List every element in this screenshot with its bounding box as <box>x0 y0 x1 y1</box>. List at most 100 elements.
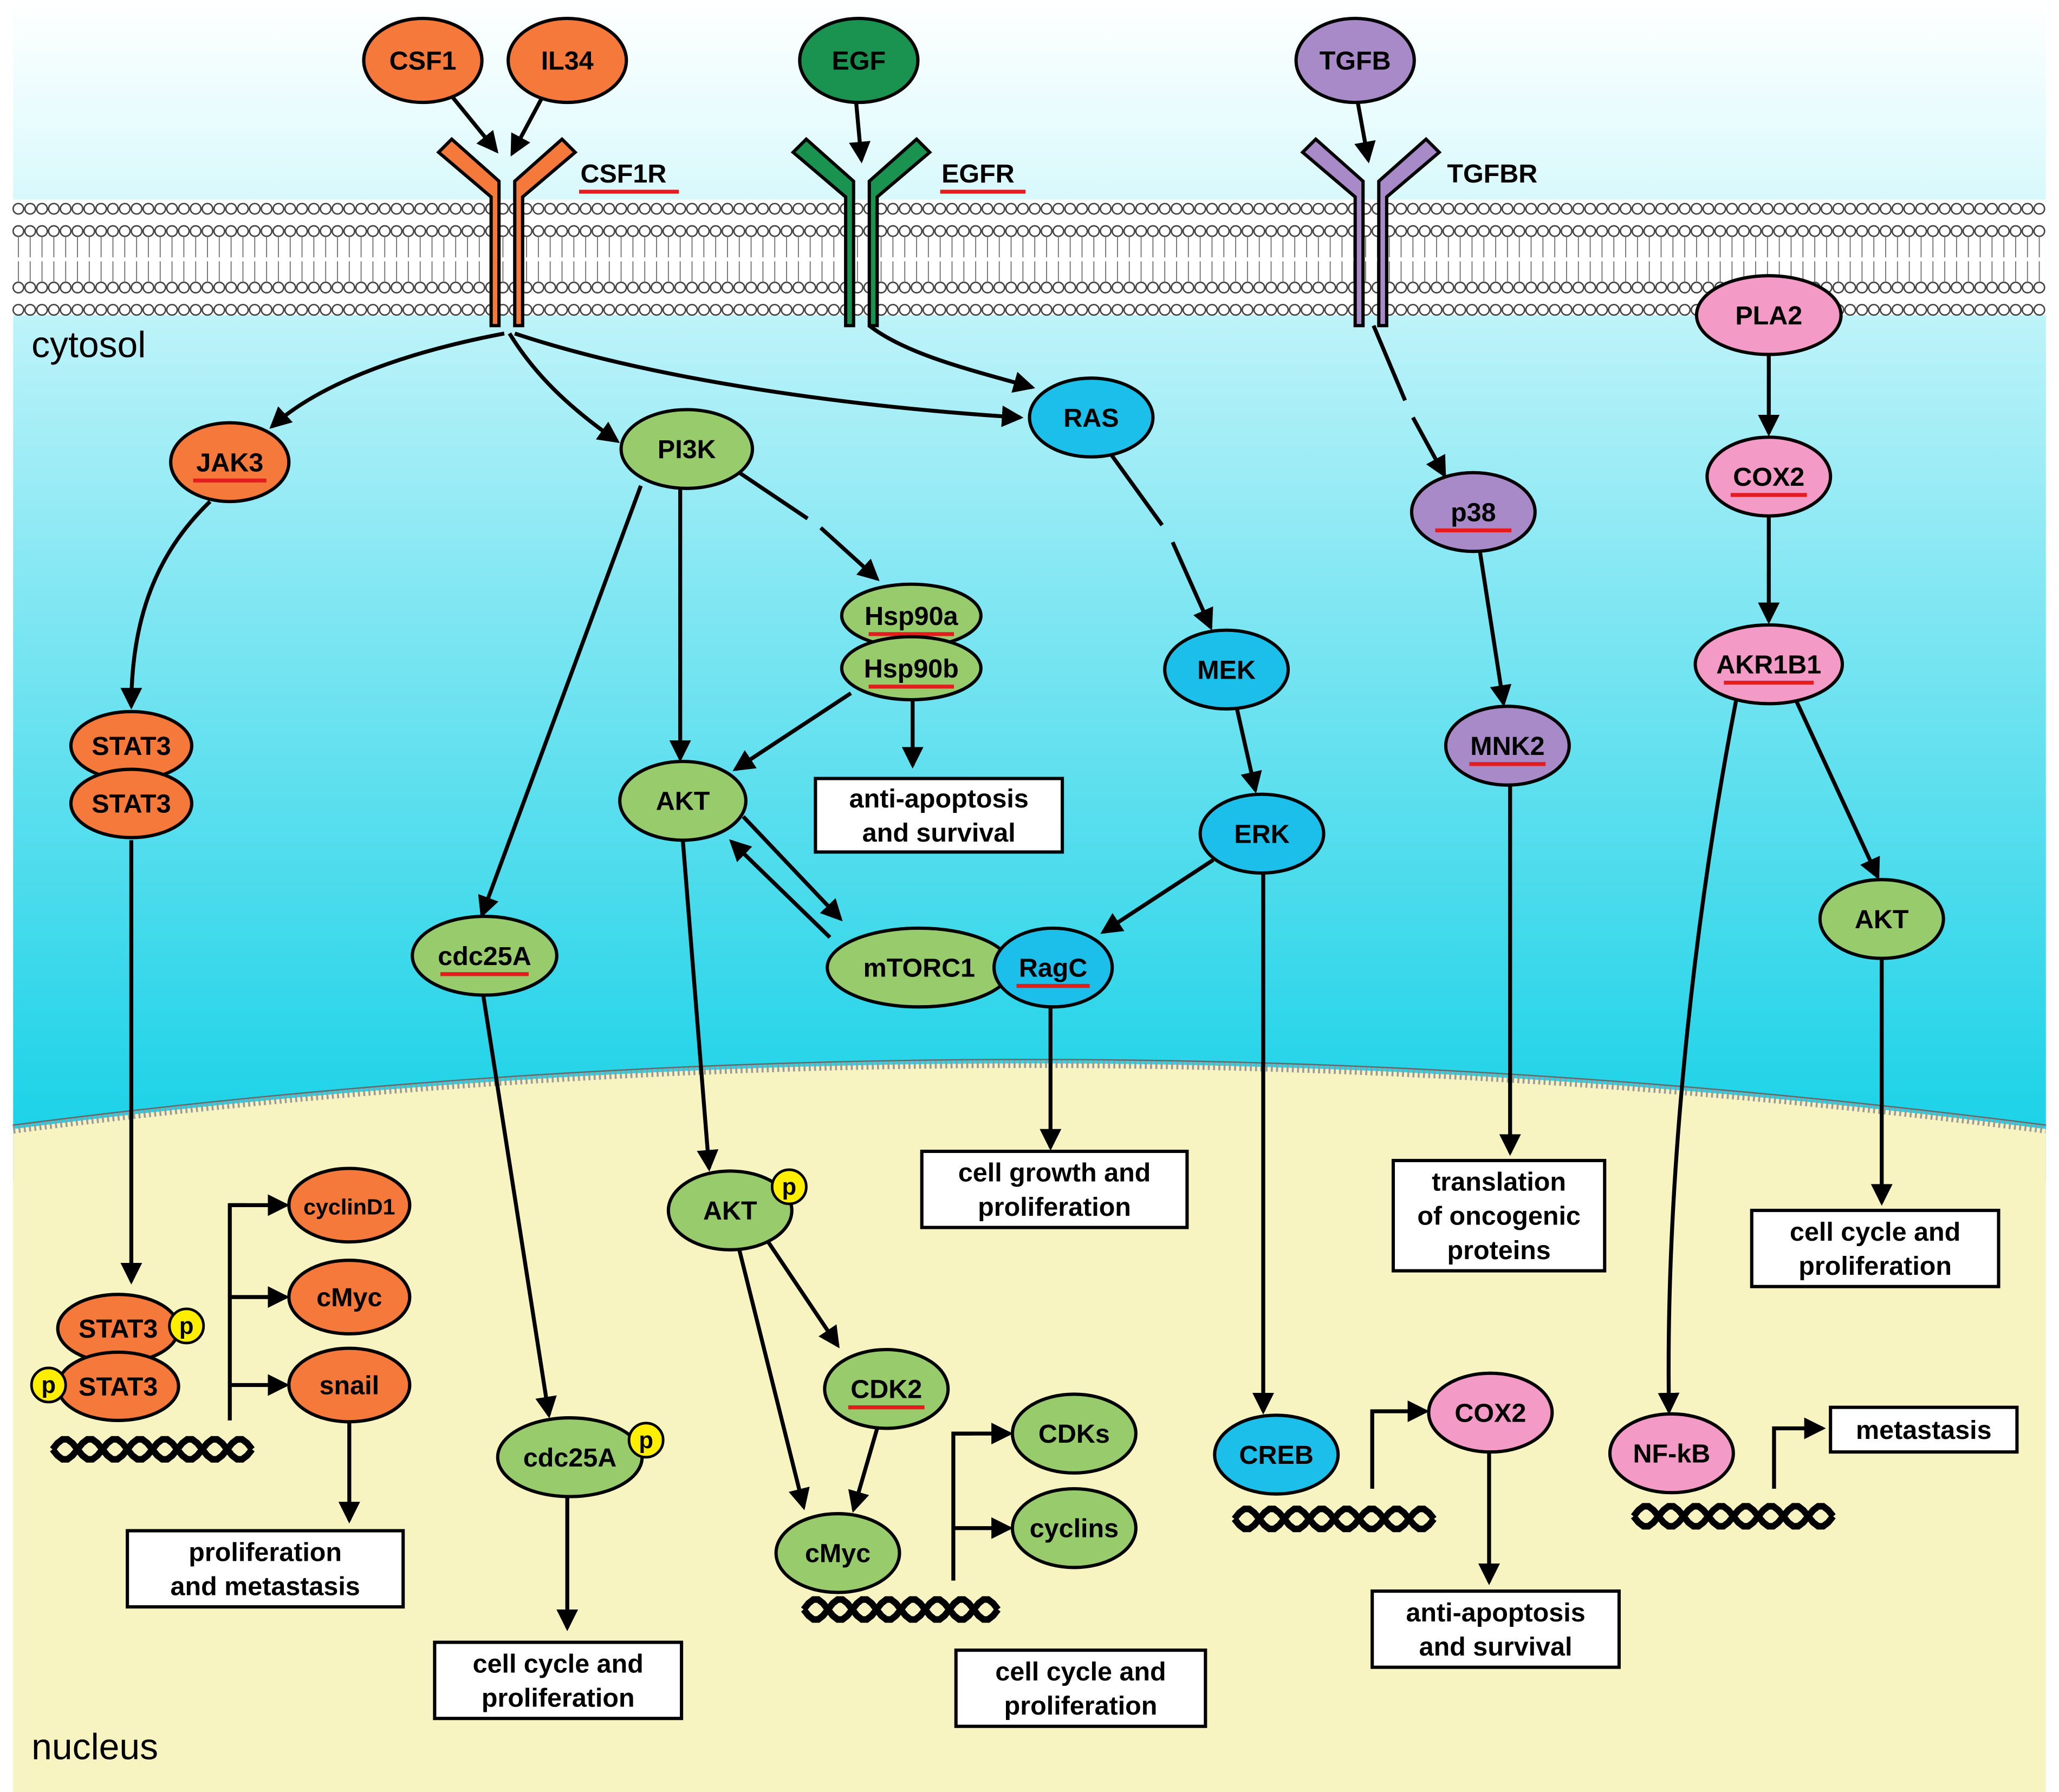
ligand-il34-label: IL34 <box>541 47 594 76</box>
outcome-anti-apoptosis-cox2-line-2: and survival <box>1419 1632 1573 1661</box>
node-ras-label: RAS <box>1063 403 1119 433</box>
node-jak3-label: JAK3 <box>196 448 263 477</box>
node-cyclins: cyclins <box>1010 1487 1138 1569</box>
ligand-il34-shape <box>506 16 628 105</box>
node-pi3k-label: PI3K <box>658 435 716 464</box>
node-cmyc-mid: cMyc <box>774 1512 901 1594</box>
arrow-csf1r-ras <box>514 331 1024 427</box>
dna-stat3 <box>50 1436 255 1463</box>
node-pla2: PLA2 <box>1694 274 1843 356</box>
arrow-csf1-receptor <box>449 93 499 154</box>
node-akt-right-shape <box>1818 878 1945 960</box>
node-mnk2: MNK2 <box>1444 705 1571 787</box>
outcome-anti-apoptosis-top-line-1: anti-apoptosis <box>849 784 1029 813</box>
outcome-proliferation-metastasis-line-2: and metastasis <box>171 1572 360 1601</box>
ligand-csf1-label: CSF1 <box>389 47 457 76</box>
outcome-cell-growth-line-1: cell growth and <box>958 1158 1151 1188</box>
phospho-badge-stat3-bottom: p <box>30 1366 67 1404</box>
arrow-mek-erk <box>1235 708 1262 794</box>
cytosol-label: cytosol <box>31 324 146 365</box>
node-cdks-label: CDKs <box>1038 1419 1110 1449</box>
node-snail: snail <box>287 1346 412 1424</box>
arrow-pi3k-hsp90-part2 <box>819 526 880 582</box>
arrow-erk-ragc <box>1100 858 1214 934</box>
arrow-layer <box>120 93 1893 1631</box>
ligand-il34: IL34 <box>506 16 628 105</box>
ligand-egf-label: EGF <box>832 47 886 76</box>
phospho-badge-akt: p <box>770 1168 808 1205</box>
arrow-egf-receptor <box>849 102 871 164</box>
arrow-akt-aktp <box>680 840 719 1172</box>
node-cdc25a-label: cdc25A <box>438 942 531 971</box>
node-hsp90a-label: Hsp90a <box>865 602 958 631</box>
node-cyclind1: cyclinD1 <box>287 1167 412 1244</box>
node-stat3p-top: STAT3 <box>56 1293 180 1365</box>
node-akr1b1-label: AKR1B1 <box>1716 650 1821 680</box>
node-ragc-label: RagC <box>1019 954 1088 983</box>
arrow-akr1b1-akt <box>1794 700 1880 880</box>
node-ras: RAS <box>1028 376 1155 459</box>
outcome-proliferation-metastasis-line-1: proliferation <box>189 1537 342 1567</box>
node-akt-mid-shape <box>618 759 748 842</box>
ligand-csf1-shape <box>362 16 484 105</box>
arrow-cdc25a-cdc25ap <box>481 994 557 1419</box>
phospho-badge-cdc25a-label: p <box>639 1428 653 1454</box>
nucleus-label: nucleus <box>31 1726 158 1767</box>
dna-layer <box>50 1436 1836 1623</box>
node-erk-shape <box>1198 792 1326 875</box>
node-cmyc-left-shape <box>287 1259 412 1335</box>
node-akt-p-shape <box>666 1169 794 1252</box>
outcome-cell-cycle-cdc25a-line-2: proliferation <box>482 1683 635 1712</box>
node-cyclins-label: cyclins <box>1030 1514 1119 1543</box>
node-cox2-nuclear-shape <box>1427 1371 1554 1454</box>
node-cox2-nuclear-label: COX2 <box>1454 1398 1526 1428</box>
outcome-translation-line-2: of oncogenic <box>1417 1202 1581 1231</box>
node-cdc25a-p: cdc25A <box>496 1416 644 1498</box>
node-cdc25a: cdc25A <box>411 915 558 997</box>
arrow-akt-mtorc1 <box>742 815 843 922</box>
node-cmyc-left-label: cMyc <box>316 1283 382 1312</box>
nuclear-envelope <box>12 1059 2047 1134</box>
node-cmyc-mid-label: cMyc <box>805 1539 871 1568</box>
node-akt-mid-label: AKT <box>656 787 710 816</box>
node-cdk2-label: CDK2 <box>850 1375 922 1404</box>
tgfbr-receptor <box>1300 136 1442 328</box>
outcome-cell-cycle-cmyc-line-2: proliferation <box>1004 1691 1158 1721</box>
outcome-translation-line-1: translation <box>1432 1168 1566 1197</box>
node-akt-p-label: AKT <box>703 1196 757 1226</box>
node-stat3p-bottom: STAT3 <box>56 1350 180 1422</box>
outcome-translation-line-3: proteins <box>1447 1236 1551 1265</box>
node-cyclind1-shape <box>287 1167 412 1244</box>
node-cdks-shape <box>1010 1392 1138 1475</box>
outcome-metastasis-line-1: metastasis <box>1856 1416 1992 1445</box>
node-cmyc-mid-shape <box>774 1512 901 1594</box>
tx-arrow-creb-cox2 <box>1370 1400 1430 1489</box>
node-jak3: JAK3 <box>169 421 291 504</box>
arrow-mtorc1-akt <box>729 839 832 939</box>
arrow-p38-mnk2 <box>1478 551 1512 707</box>
node-stat3p-top-label: STAT3 <box>79 1314 158 1344</box>
node-akt-right-label: AKT <box>1855 905 1909 934</box>
node-snail-label: snail <box>320 1371 379 1400</box>
receptor-label-egfr: EGFR <box>941 159 1015 188</box>
outcome-translation: translation of oncogenic proteins <box>1391 1158 1607 1273</box>
ligand-egf-shape <box>798 16 920 105</box>
node-akt-p: AKT <box>666 1169 794 1252</box>
node-mtorc1-label: mTORC1 <box>863 954 975 983</box>
arrow-ras-mek-part1 <box>1109 453 1164 526</box>
node-ras-shape <box>1028 376 1155 459</box>
arrow-egfr-ras <box>868 324 1036 393</box>
node-creb: CREB <box>1213 1413 1340 1496</box>
node-cox2-nuclear: COX2 <box>1427 1371 1554 1454</box>
node-pla2-shape <box>1694 274 1843 356</box>
node-akt-right: AKT <box>1818 878 1945 960</box>
tx-arrow-nfkb-metastasis <box>1772 1417 1826 1489</box>
node-mek-shape <box>1163 628 1290 711</box>
node-cyclins-shape <box>1010 1487 1138 1569</box>
node-cdks: CDKs <box>1010 1392 1138 1475</box>
ligand-csf1: CSF1 <box>362 16 484 105</box>
node-nfkb-label: NF-kB <box>1633 1439 1711 1469</box>
